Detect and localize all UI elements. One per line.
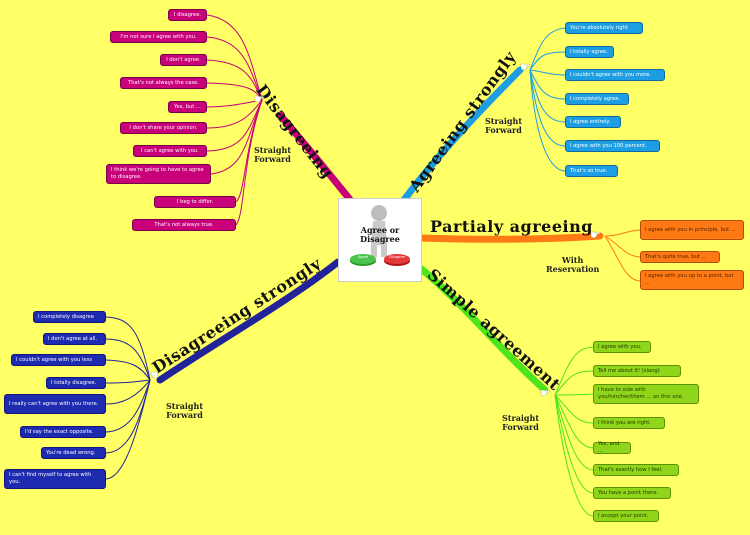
list-item: Yes, and ... <box>593 441 631 454</box>
list-item: Yes, but ... <box>168 101 207 113</box>
list-item: That's so true. <box>565 165 618 177</box>
list-item: I don't agree. <box>160 54 207 66</box>
list-item: Tell me about it! (slang) <box>593 365 681 377</box>
list-item: That's exactly how I feel. <box>593 464 679 476</box>
branch-ribbon-partially <box>416 232 604 243</box>
list-item: I don't agree at all. <box>43 333 106 345</box>
agree-button-label: Agree <box>357 255 369 259</box>
list-item: I completely agree. <box>565 93 629 105</box>
branch-ribbon-disagreeing <box>276 111 356 206</box>
list-item: I couldn't agree with you less <box>11 354 106 366</box>
list-item: That's not always true. <box>132 219 236 231</box>
pointing-hand-icon: ☛ <box>590 228 601 242</box>
list-item: I couldn't agree with you more. <box>565 69 665 81</box>
connectors-disagreeing-strongly <box>105 316 151 480</box>
list-item: You have a point there. <box>593 487 671 499</box>
list-item: I can't agree with you. <box>133 145 207 157</box>
pointing-hand-icon: ☛ <box>540 386 551 400</box>
connectors-disagreeing <box>206 14 263 226</box>
list-item: You're absolutely right <box>565 22 643 34</box>
pointing-hand-icon: ☚ <box>148 368 159 382</box>
connectors-simple <box>554 346 594 517</box>
branch-ribbon-simple <box>416 264 549 394</box>
disagree-button-label: Disagree <box>389 255 405 259</box>
thinking-figure-icon <box>350 205 410 266</box>
list-item: I think we're going to have to agree to … <box>106 164 211 184</box>
list-item: I don't share your opinion. <box>120 122 207 134</box>
connectors-partially <box>604 229 641 282</box>
list-item: I agree with you in principle, but ... <box>640 220 744 240</box>
list-item: I'd say the exact opposite. <box>20 426 106 438</box>
list-item: I can't find myself to agree with you. <box>4 469 106 489</box>
connectors-agreeing-strongly <box>529 27 566 172</box>
list-item: I really can't agree with you there. <box>4 394 106 414</box>
list-item: You're dead wrong. <box>41 447 106 459</box>
list-item: I agree with you 100 percent. <box>565 140 660 152</box>
list-item: That's not always the case. <box>120 77 207 89</box>
list-item: I totally disagree. <box>46 377 106 389</box>
branch-label-partially: Partialy agreeing <box>430 217 593 236</box>
list-item: I disagree. <box>168 9 207 21</box>
list-item: I agree entirely. <box>565 116 621 128</box>
list-item: I have to side with you/him/her/them ...… <box>593 384 699 404</box>
list-item: I'm not sure I agree with you. <box>110 31 207 43</box>
list-item: I completely disagree <box>33 311 106 323</box>
list-item: I agree with you up to a point, but ... <box>640 270 744 290</box>
list-item: I agree with you. <box>593 341 651 353</box>
list-item: I think you are right. <box>593 417 665 429</box>
branch-ribbon-disagreeing-strongly <box>156 258 342 384</box>
pointing-hand-icon: ☛ <box>520 60 531 74</box>
list-item: That's quite true, but ... <box>640 251 720 263</box>
branch-ribbon-agreeing-strongly <box>400 66 524 204</box>
list-item: I beg to differ. <box>154 196 236 208</box>
pointing-hand-icon: ☛ <box>254 92 265 106</box>
list-item: I totally agree. <box>565 46 614 58</box>
list-item: I accept your point. <box>593 510 659 522</box>
